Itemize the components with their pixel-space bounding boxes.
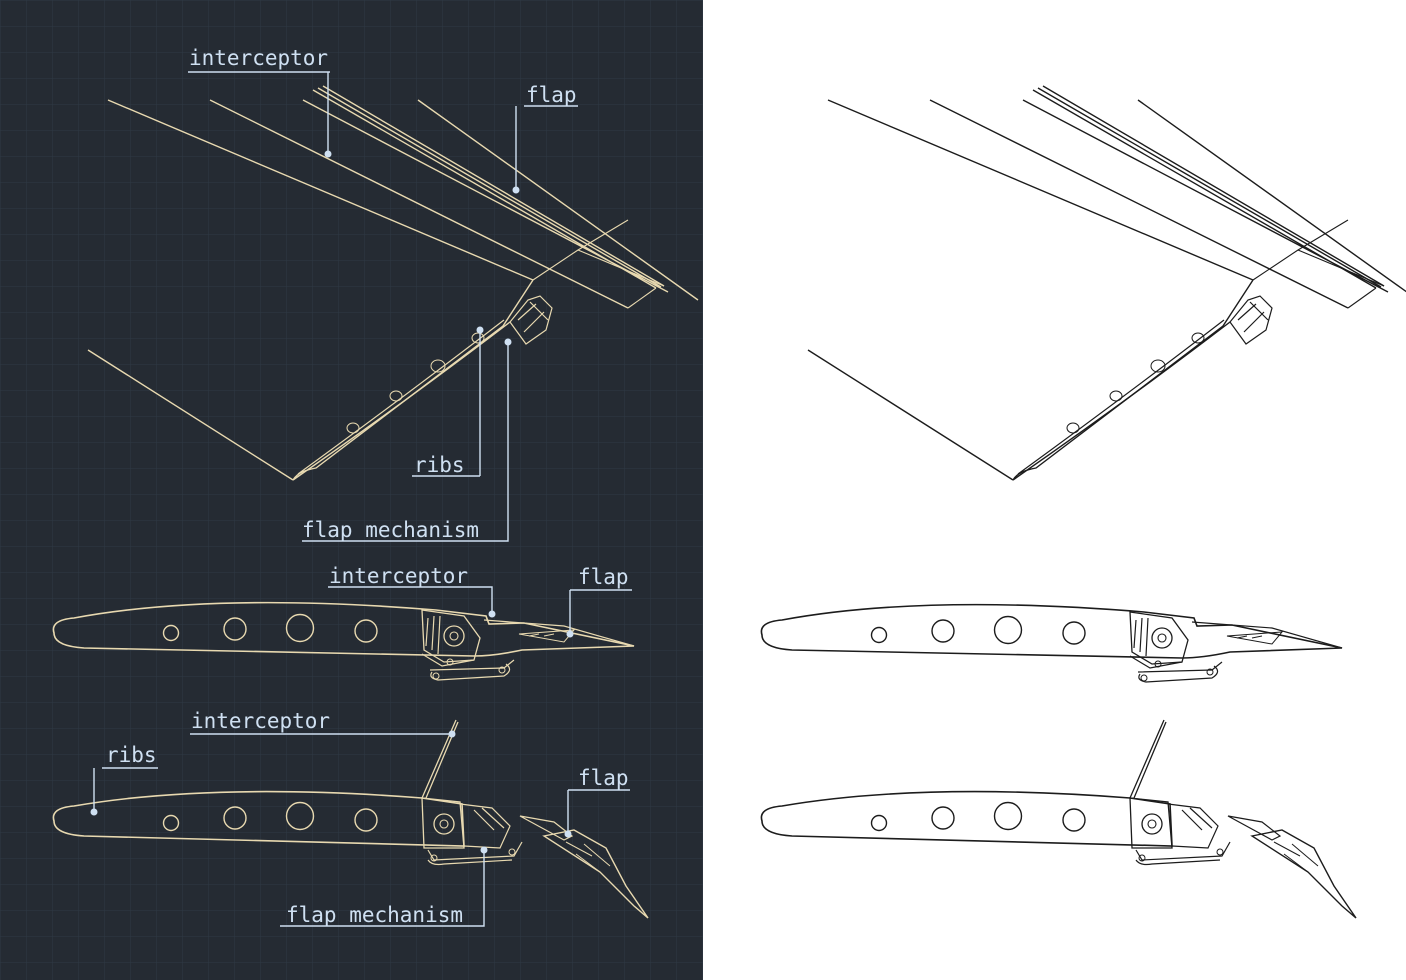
label-bot-interceptor: interceptor (191, 709, 330, 733)
dark-panel-grid (0, 0, 703, 980)
label-bot-ribs: ribs (106, 743, 157, 767)
label-bot-flap: flap (578, 766, 629, 790)
label-bot-flap-mechanism: flap mechanism (286, 903, 463, 927)
label-mid-flap: flap (578, 565, 629, 589)
label-top-flap: flap (526, 83, 577, 107)
callout-dots (90, 150, 574, 854)
light-panel (703, 0, 1406, 980)
label-top-flap-mechanism: flap mechanism (302, 518, 479, 542)
label-top-interceptor: interceptor (189, 46, 328, 70)
label-top-ribs: ribs (414, 453, 465, 477)
label-mid-interceptor: interceptor (329, 564, 468, 588)
